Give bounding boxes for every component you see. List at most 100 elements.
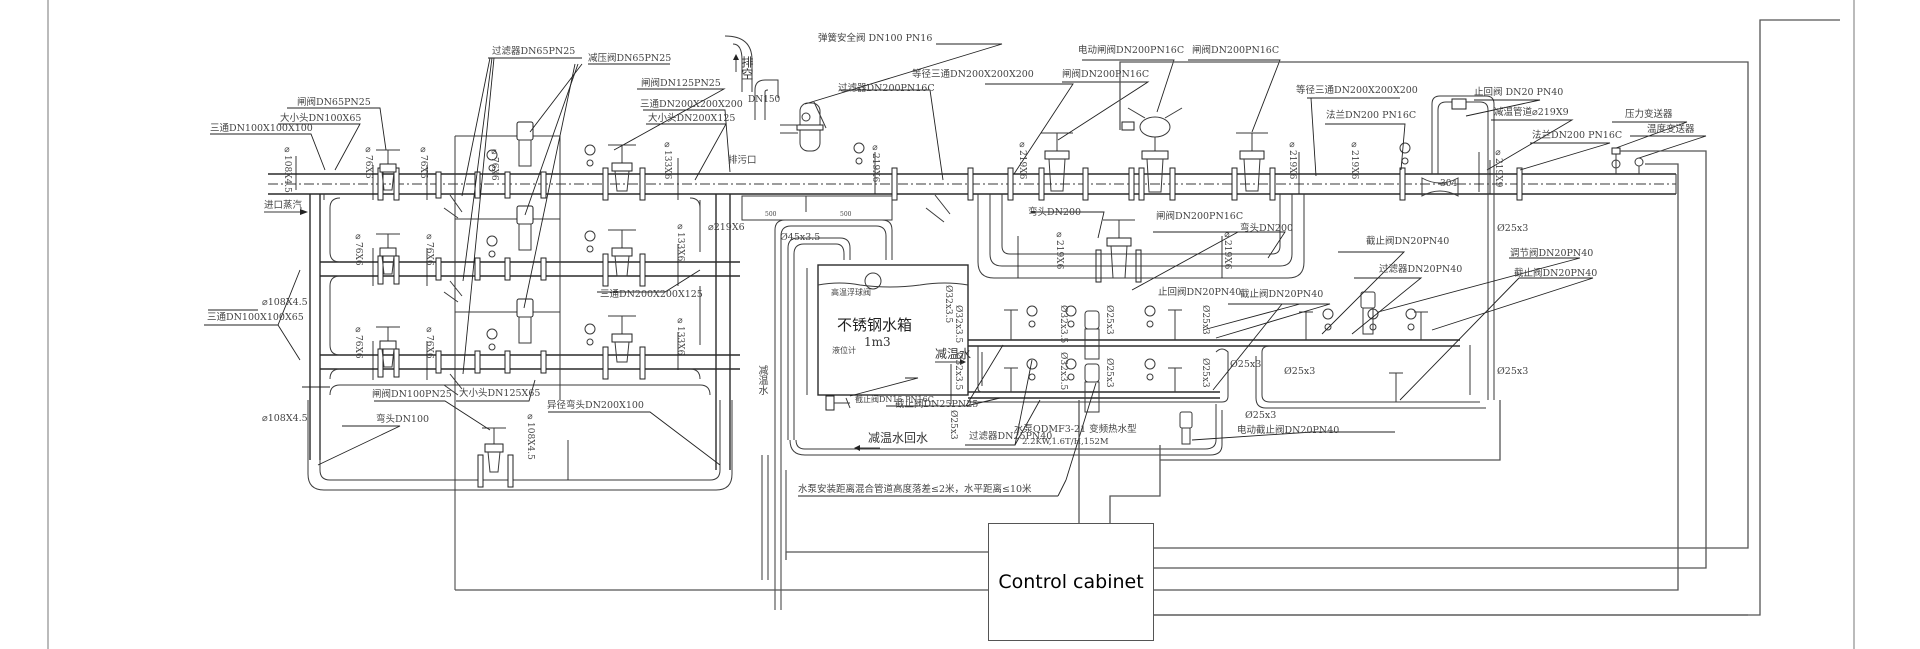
label-dia-76-b1: ⌀76X6 xyxy=(353,232,363,266)
label-gate-valve-dn200-c: 闸阀DN200PN16C xyxy=(1156,211,1244,222)
label-inlet-steam: 进口蒸汽 xyxy=(264,200,303,211)
label-temperature-transmitter: 温度变送器 xyxy=(1647,124,1695,135)
label-gate-valve-dn65: 闸阀DN65PN25 xyxy=(297,97,371,108)
label-reducer-125x65: 大小头DN125X65 xyxy=(459,388,541,399)
label-dia-133-a: ⌀133X6 xyxy=(662,140,672,180)
label-flange-dn200-b: 法兰DN200 PN16C xyxy=(1532,130,1623,141)
inlet-arrow-icon xyxy=(264,209,308,215)
label-reducing-elbow: 异径弯头DN200X100 xyxy=(547,400,644,411)
label-dia-219x9: ⌀219X9 xyxy=(1493,148,1503,188)
transmitter-icons xyxy=(1611,147,1644,174)
control-cabinet: Control cabinet xyxy=(988,523,1154,641)
label-dia-133-b: ⌀133X6 xyxy=(675,222,685,262)
label-dia-32-c: Ø32x3.5 xyxy=(953,352,963,391)
water-gauge-icons xyxy=(1026,305,1417,381)
label-dia-219-g: ⌀219X6 xyxy=(1222,230,1232,270)
label-tank: 不锈钢水箱 xyxy=(837,316,913,334)
label-dia-76-c2: ⌀76X6 xyxy=(424,325,434,359)
label-filter-dn200: 过滤器DN200PN16C xyxy=(838,83,935,94)
label-equal-tee-a: 等径三通DN200X200X200 xyxy=(912,69,1034,80)
label-dia-219-c: ⌀219X6 xyxy=(1017,140,1027,180)
label-gate-valve-dn125: 闸阀DN125PN25 xyxy=(641,78,721,89)
label-globe-valve-dn20-c: 截止阀DN20PN40 xyxy=(1514,268,1598,279)
label-dia-25-e: Ø25x3 xyxy=(948,410,958,440)
strainer-icons xyxy=(443,194,951,396)
left-manifold xyxy=(309,194,325,460)
motor-globe-valve-icon xyxy=(1179,411,1193,445)
label-gate-valve-dn200-a: 闸阀DN200PN16C xyxy=(1062,69,1150,80)
right-collector xyxy=(689,194,731,470)
label-motor-gate-valve: 电动闸阀DN200PN16C xyxy=(1078,45,1185,56)
label-dia-45: Ø45x3.5 xyxy=(780,232,821,243)
label-filter-dn65: 过滤器DN65PN25 xyxy=(492,46,576,57)
label-dia-76-a2: ⌀76X6 xyxy=(418,145,428,179)
label-dia-108-d: ⌀108X4.5 xyxy=(525,412,535,460)
label-dia-25-b: Ø25x3 xyxy=(1104,358,1114,388)
label-dia-25-f: Ø25x3 xyxy=(1230,359,1262,370)
label-drain: 排污口 xyxy=(728,155,757,166)
label-gate-valve-dn200-b: 闸阀DN200PN16C xyxy=(1192,45,1280,56)
motor-gate-valve-icon xyxy=(1121,107,1183,193)
label-installation-note: 水泵安装距离混合管道高度落差≤2米，水平距离≤10米 xyxy=(798,484,1032,495)
label-globe-valve-dn25: 截止阀DN25PN25 xyxy=(895,399,979,410)
label-pump-model: 水泵QDMF3-21 变频热水型 xyxy=(1014,424,1137,435)
label-dia-25-j: Ø25x3 xyxy=(1497,366,1529,377)
label-dia-32-d: Ø32x3.5 xyxy=(1058,305,1068,344)
label-dia-219-a: ⌀219X6 xyxy=(708,222,745,233)
label-dia-32-e: Ø32x3.5 xyxy=(1058,352,1068,391)
label-safety-valve: 弹簧安全阀 DN100 PN16 xyxy=(818,33,933,44)
tank-drain-valve-icon xyxy=(825,395,851,411)
label-dia-76-a3: ⌀76X6 xyxy=(489,147,499,181)
label-equal-tee-b: 等径三通DN200X200X200 xyxy=(1296,85,1418,96)
label-pressure-transmitter: 压力变送器 xyxy=(1625,109,1673,120)
label-dia-108-a: ⌀108X4.5 xyxy=(282,145,292,193)
label-dia-32-a: Ø32x3.5 xyxy=(943,285,953,324)
leader-lines xyxy=(204,43,1707,497)
label-dia-25-h: Ø25x3 xyxy=(1245,410,1277,421)
label-dia-76-c1: ⌀76X6 xyxy=(353,325,363,359)
label-dia-219-d: ⌀219X6 xyxy=(1287,140,1297,180)
label-tank-volume: 1m3 xyxy=(864,335,891,349)
label-desuperheat-water: 减温水 xyxy=(935,347,972,361)
label-elbow-dn100: 弯头DN100 xyxy=(376,414,430,425)
label-filter-dn25: 过滤器DN25PN40 xyxy=(969,431,1053,442)
flow-arrow-icons xyxy=(854,359,966,451)
bypass-loop xyxy=(307,384,733,491)
sheet-border-right xyxy=(1853,0,1855,649)
label-globe-valve-dn20-b: 截止阀DN20PN40 xyxy=(1366,236,1450,247)
label-desuperheat-return: 减温水回水 xyxy=(868,431,929,445)
globe-valve-icons xyxy=(1004,309,1428,402)
label-pump-spec: 2.2KW,1.6T/H,152M xyxy=(1022,437,1109,447)
water-tank xyxy=(806,264,969,396)
label-dia-76-b2: ⌀76X6 xyxy=(424,232,434,266)
label-dia-219-e: ⌀219X6 xyxy=(1349,140,1359,180)
label-filter-dn20: 过滤器DN20PN40 xyxy=(1379,264,1463,275)
label-float-valve: 高温浮球阀 xyxy=(831,288,871,297)
label-check-valve-dn20b: 止回阀DN20PN40 xyxy=(1158,287,1242,298)
label-dia-25-g: Ø25x3 xyxy=(1284,366,1316,377)
label-level-gauge: 液位计 xyxy=(832,346,856,355)
label-gate-valve-dn100: 闸阀DN100PN25 xyxy=(372,389,452,400)
sheet-border-left xyxy=(47,0,49,649)
label-dia-25-i: Ø25x3 xyxy=(1497,223,1529,234)
label-control-valve-dn20: 调节阀DN20PN40 xyxy=(1510,248,1594,259)
label-dia-133-c: ⌀133X6 xyxy=(675,316,685,356)
control-valve-icon xyxy=(1360,291,1376,335)
label-desuperheat-pipe: 减温管道⌀219X9 xyxy=(1494,107,1569,118)
label-dia-219-b: ⌀219X6 xyxy=(870,143,880,183)
label-tee-dn100x65: 三通DN100X100X65 xyxy=(207,312,304,323)
control-cabinet-label: Control cabinet xyxy=(998,571,1144,593)
label-reducer-200x125: 大小头DN200X125 xyxy=(648,113,736,124)
label-motor-globe-valve: 电动截止阀DN20PN40 xyxy=(1237,425,1340,436)
label-desuperheat-water-vertical: 减温水 xyxy=(756,365,767,395)
pressure-gauge-icons xyxy=(486,142,1411,351)
pump-icons xyxy=(1084,310,1100,413)
label-globe-valve-dn15: 截止阀DN15 PN16C xyxy=(855,395,934,404)
gate-valve-icons xyxy=(376,132,1268,473)
label-check-valve-dn20: 止回阀 DN20 PN40 xyxy=(1474,87,1564,98)
dimension-marks xyxy=(295,152,1491,480)
label-reducer-100x65: 大小头DN100X65 xyxy=(280,113,362,124)
label-dia-32-b: Ø32x3.5 xyxy=(953,305,963,344)
vent-pipe xyxy=(724,35,798,134)
dn200-bypass xyxy=(977,194,1305,279)
